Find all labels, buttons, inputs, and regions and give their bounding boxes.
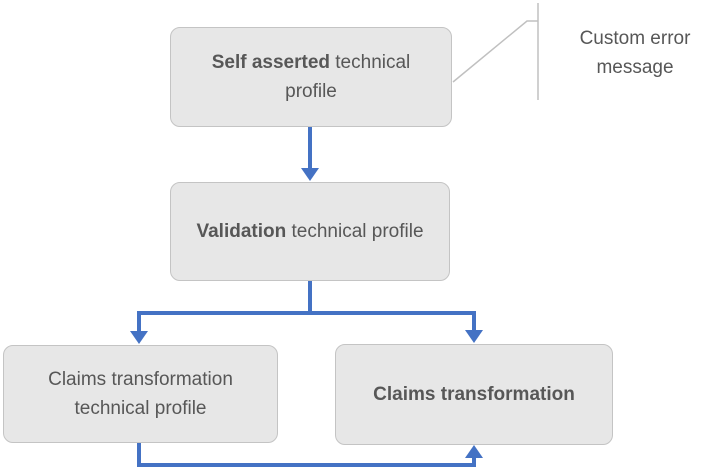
node-label: Validation technical profile — [196, 220, 424, 242]
arrow-validation-branch — [130, 281, 483, 344]
node-label: Self asserted technical profile — [211, 51, 411, 102]
node-claims-transformation-technical-profile: Claims transformation technical profile — [3, 345, 278, 443]
arrow-self-asserted-to-validation — [301, 127, 319, 181]
node-label: Claims transformation — [373, 383, 575, 405]
callout-connector — [452, 3, 539, 100]
custom-error-message-label: Custom error message — [579, 28, 691, 79]
node-claims-transformation: Claims transformation — [335, 344, 613, 445]
node-validation-technical-profile: Validation technical profile — [170, 182, 450, 281]
node-label: Claims transformation technical profile — [48, 368, 233, 419]
node-self-asserted-technical-profile: Self asserted technical profile — [170, 27, 452, 127]
arrow-claims-tp-to-claims-transformation — [137, 443, 483, 467]
